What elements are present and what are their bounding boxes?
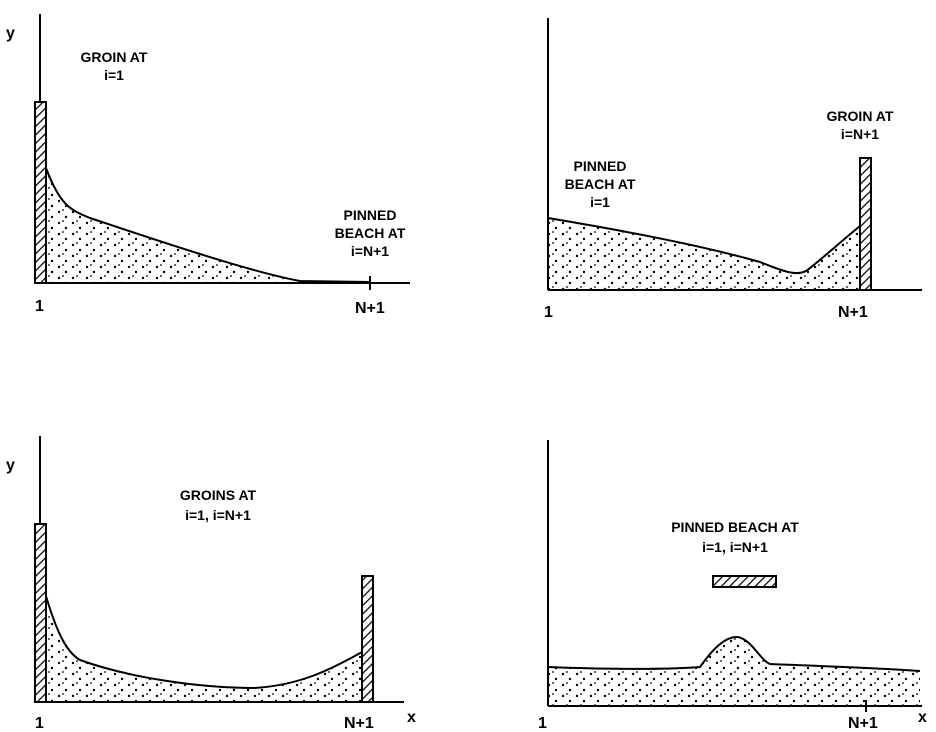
groin-structure xyxy=(859,157,872,291)
groin-structure xyxy=(361,575,374,703)
x-axis-label: x xyxy=(407,709,416,726)
left-tick-label: 1 xyxy=(538,715,547,732)
sand-fill xyxy=(46,596,362,702)
annotation-line: GROINS AT xyxy=(180,487,257,503)
y-axis-label: y xyxy=(6,25,15,42)
groin-legend-swatch xyxy=(712,575,777,588)
annotation-line: i=1, i=N+1 xyxy=(702,539,768,555)
annotation-line: i=1 xyxy=(590,194,610,210)
annotation-line: PINNED BEACH AT xyxy=(671,519,799,535)
shoreline-curve xyxy=(45,595,363,690)
groin-structure xyxy=(34,523,47,703)
sand-fill xyxy=(46,168,370,282)
annotation-line: i=1 xyxy=(104,67,124,83)
annotation-line: PINNED xyxy=(344,207,397,223)
y-axis-label: y xyxy=(6,457,15,474)
right-tick-label: N+1 xyxy=(355,300,385,317)
groin-structure xyxy=(34,101,47,284)
left-tick-label: 1 xyxy=(544,304,553,321)
annotation-line: PINNED xyxy=(574,158,627,174)
annotation-line: GROIN AT xyxy=(827,108,894,124)
panel-groin-right: 1 N+1 PINNED BEACH AT i=1 GROIN AT i=N+1 xyxy=(544,18,922,321)
x-axis-label: x xyxy=(918,709,927,726)
shoreline-curve xyxy=(547,635,921,672)
shoreline-curve xyxy=(547,217,861,275)
annotation-line: i=N+1 xyxy=(351,243,389,259)
right-tick-label: N+1 xyxy=(848,715,878,732)
annotation-line: BEACH AT xyxy=(335,225,406,241)
annotation-line: BEACH AT xyxy=(565,176,636,192)
sand-fill xyxy=(548,218,860,290)
right-tick-label: N+1 xyxy=(838,304,868,321)
annotation-line: i=1, i=N+1 xyxy=(185,507,251,523)
shoreline-curve xyxy=(45,167,371,283)
left-tick-label: 1 xyxy=(35,715,44,732)
panel-groin-left: y 1 N+1 GROIN AT i=1 PINNED BEACH AT i=N… xyxy=(6,14,410,317)
panel-groins-both: y x 1 N+1 GROINS AT i=1, i=N+1 xyxy=(6,436,416,732)
sand-fill xyxy=(548,636,920,706)
left-tick-label: 1 xyxy=(35,298,44,315)
right-tick-label: N+1 xyxy=(344,715,374,732)
annotation-line: GROIN AT xyxy=(81,49,148,65)
annotation-line: i=N+1 xyxy=(841,126,879,142)
panel-pinned-both: x 1 N+1 PINNED BEACH AT i=1, i=N+1 xyxy=(538,440,927,732)
